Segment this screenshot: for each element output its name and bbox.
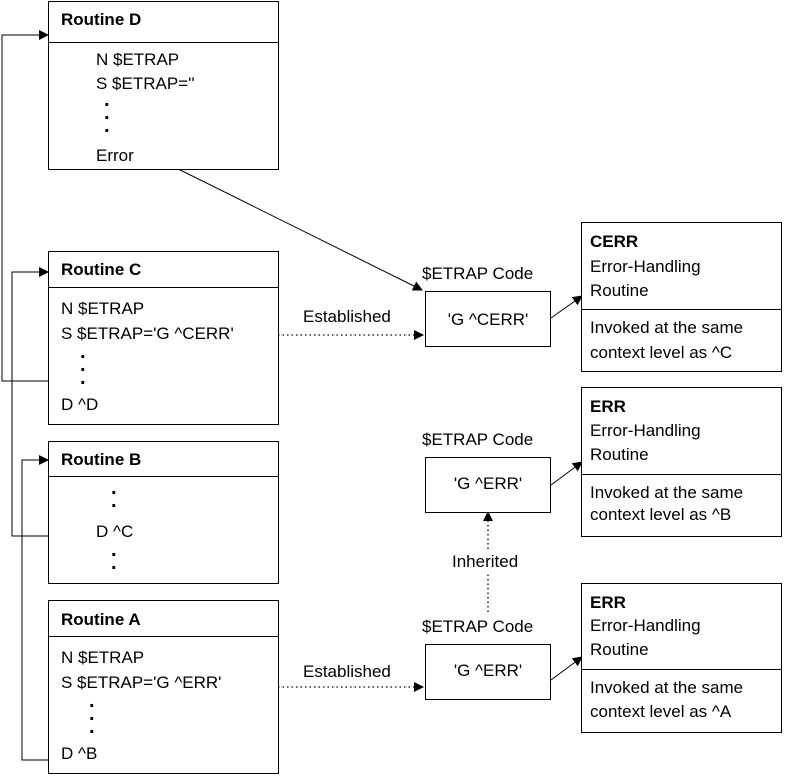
routine-c-line3: D ^D xyxy=(61,395,99,414)
routine-b-title: Routine B xyxy=(49,442,278,477)
call-arrow-c-to-d xyxy=(1,30,49,382)
handler-err-a-note1: Invoked at the same xyxy=(590,678,744,697)
routine-a-line1: N $ETRAP xyxy=(61,648,145,667)
handler-cerr-box: CERR Error-Handling Routine Invoked at t… xyxy=(581,222,782,372)
routine-c-ellipsis: ... xyxy=(80,341,86,389)
etrap-a-label: $ETRAP Code xyxy=(422,617,534,636)
etrap-b-code-box: 'G ^ERR' xyxy=(425,457,551,513)
routine-a-line3: D ^B xyxy=(61,744,98,763)
handler-cerr-note2: context level as ^C xyxy=(590,343,733,362)
error-arrow xyxy=(151,155,423,291)
etrap-b-label: $ETRAP Code xyxy=(422,430,534,449)
established-a-label: Established xyxy=(303,662,391,681)
established-c-label: Established xyxy=(303,307,391,326)
handler-err-b-box: ERR Error-Handling Routine Invoked at th… xyxy=(581,387,782,537)
call-arrow-b-to-c xyxy=(11,267,49,537)
routine-c-line1: N $ETRAP xyxy=(61,299,145,318)
handler-err-b-line2: Routine xyxy=(590,445,649,464)
call-arrow-a-to-b xyxy=(21,455,49,761)
inherited-label: Inherited xyxy=(450,552,521,572)
handler-cerr-note1: Invoked at the same xyxy=(590,318,744,337)
routine-b-line1: D ^C xyxy=(96,522,134,541)
routine-c-box: Routine C N $ETRAP S $ETRAP='G ^CERR' ..… xyxy=(48,251,279,425)
handler-err-b-line1: Error-Handling xyxy=(590,421,701,440)
handler-cerr-divider xyxy=(582,309,781,310)
handler-err-a-box: ERR Error-Handling Routine Invoked at th… xyxy=(581,583,782,733)
routine-a-line2: S $ETRAP='G ^ERR' xyxy=(61,673,222,692)
handler-cerr-line2: Routine xyxy=(590,281,649,300)
etrap-a-code: 'G ^ERR' xyxy=(453,661,523,680)
routine-d-title: Routine D xyxy=(49,2,278,43)
routine-a-box: Routine A N $ETRAP S $ETRAP='G ^ERR' ...… xyxy=(48,600,279,774)
routine-b-box: Routine B .. D ^C .. xyxy=(48,441,279,584)
handler-err-a-note2: context level as ^A xyxy=(590,702,732,721)
etrap-c-code-box: 'G ^CERR' xyxy=(425,291,551,347)
handler-err-b-note2: context level as ^B xyxy=(590,505,732,524)
handler-err-b-note1: Invoked at the same xyxy=(590,483,744,502)
routine-d-line3: Error xyxy=(96,146,134,165)
routine-a-title: Routine A xyxy=(49,601,278,637)
routine-d-line2: S $ETRAP='' xyxy=(96,74,195,93)
routine-d-box: Routine D N $ETRAP S $ETRAP='' ... Error xyxy=(48,1,279,170)
routine-c-title: Routine C xyxy=(49,252,278,288)
etrap-c-label: $ETRAP Code xyxy=(422,264,534,283)
routine-b-ellipsis-bottom: .. xyxy=(111,539,117,574)
etrap-a-code-box: 'G ^ERR' xyxy=(425,644,551,700)
handler-err-a-line2: Routine xyxy=(590,640,649,659)
routine-d-ellipsis: ... xyxy=(104,89,110,137)
handler-err-a-line1: Error-Handling xyxy=(590,616,701,635)
code-to-handler-b xyxy=(550,461,583,486)
routine-a-ellipsis: ... xyxy=(89,690,95,738)
handler-err-a-divider xyxy=(582,669,781,670)
routine-d-line1: N $ETRAP xyxy=(96,50,180,69)
handler-err-b-divider xyxy=(582,474,781,475)
routine-c-line2: S $ETRAP='G ^CERR' xyxy=(61,324,234,343)
code-to-handler-c xyxy=(550,295,583,319)
routine-b-ellipsis-top: .. xyxy=(111,477,117,512)
code-to-handler-a xyxy=(550,656,583,681)
handler-err-a-name: ERR xyxy=(590,593,626,612)
handler-cerr-line1: Error-Handling xyxy=(590,257,701,276)
etrap-b-code: 'G ^ERR' xyxy=(453,474,523,493)
etrap-c-code: 'G ^CERR' xyxy=(447,310,529,329)
handler-cerr-name: CERR xyxy=(590,232,639,251)
handler-err-b-name: ERR xyxy=(590,397,626,416)
